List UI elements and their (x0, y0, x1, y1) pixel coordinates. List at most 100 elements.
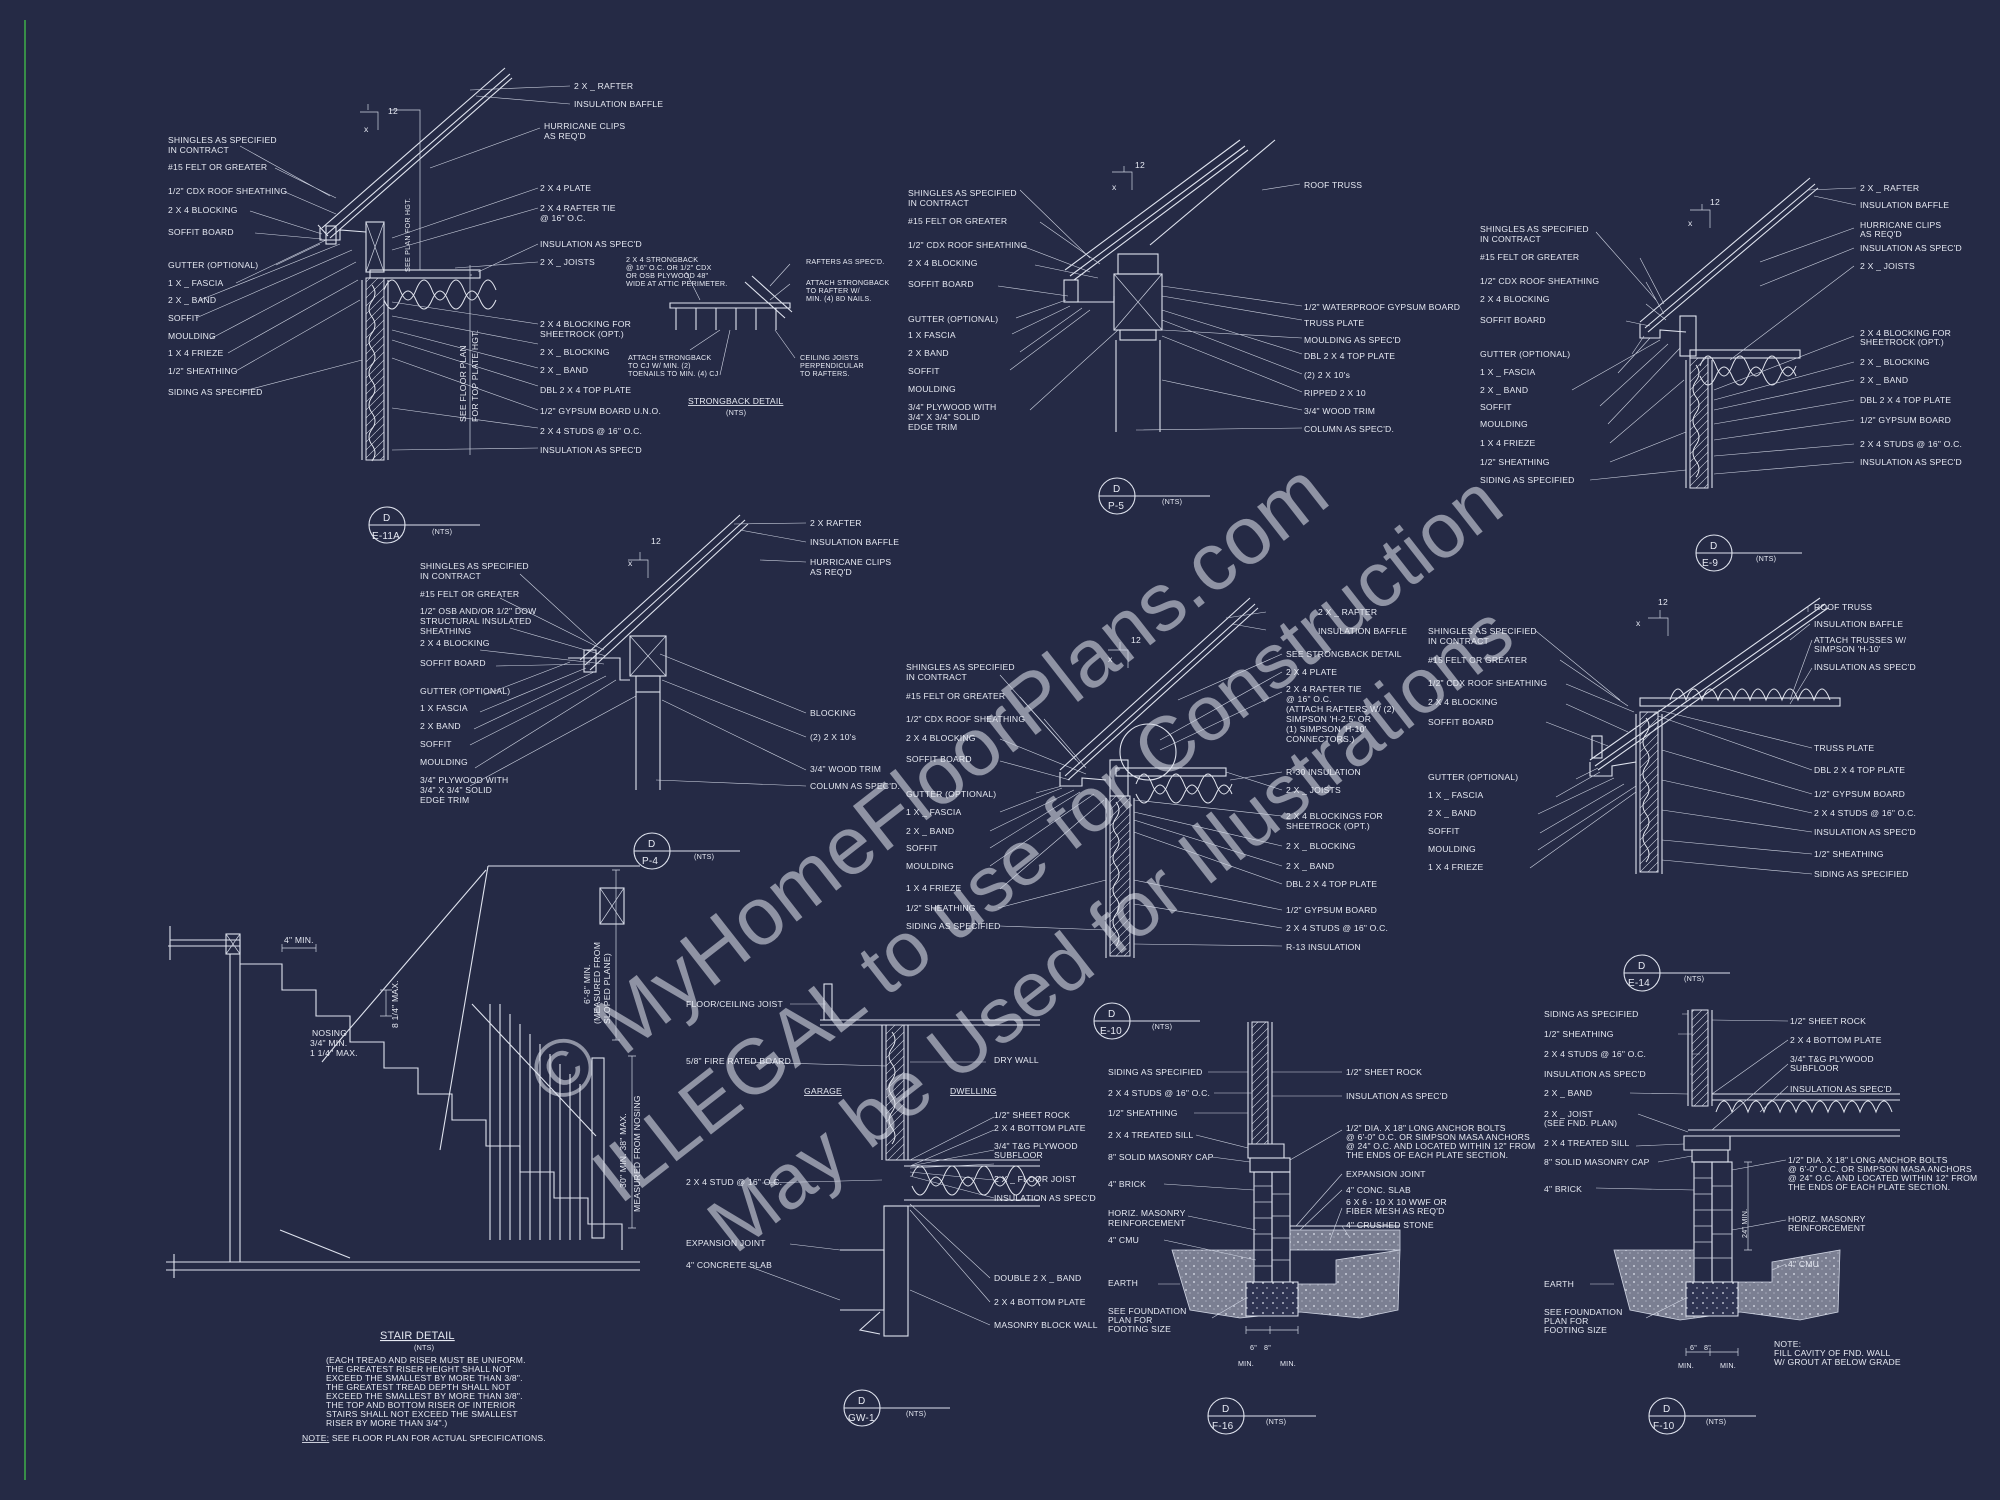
detail-p4: x 12 SHINGLES AS SPECIFIED IN CONTRACT #… (420, 514, 900, 870)
label: 1/2" SHEATHING (1814, 849, 1884, 859)
stair-note-text: SEE FLOOR PLAN FOR ACTUAL SPECIFICATIONS… (329, 1433, 546, 1443)
f10-right-labels: 1/2" SHEET ROCK 2 X 4 BOTTOM PLATE 3/4" … (1788, 1016, 1977, 1269)
label: 2 X 4 BLOCKING (168, 205, 238, 215)
p4-bubble: D P-4 (NTS) (633, 832, 740, 870)
label: 2 X 4 BOTTOM PLATE (994, 1297, 1086, 1307)
label: @ 16" O.C. (540, 213, 586, 223)
label: R-30 INSULATION (1286, 767, 1361, 777)
label: INSULATION AS SPEC'D (1544, 1069, 1646, 1079)
label: 1 X 4 FRIEZE (168, 348, 223, 358)
bubble-letter: D (1663, 1404, 1670, 1415)
stair-title: STAIR DETAIL (380, 1330, 455, 1342)
note-line: FILL CAVITY OF FND. WALL (1774, 1348, 1891, 1358)
stair-dim-nosing-max: 1 1/4" MAX. (310, 1048, 358, 1058)
bubble-letter: D (1710, 541, 1717, 552)
label: 3/4" PLYWOOD WITH (908, 402, 996, 412)
label: 3/4" X 3/4" SOLID (908, 412, 980, 422)
bubble-letter: D (1108, 1009, 1115, 1020)
stair-dim-rail-note: MEASURED FROM NOSING (632, 1095, 642, 1212)
bubble-letter: D (1222, 1404, 1229, 1415)
label: ROOF TRUSS (1304, 180, 1362, 190)
label: 2 X _ JOIST (1544, 1109, 1594, 1119)
label: 2 X _ BAND (540, 365, 588, 375)
label: 2 X 4 TREATED SILL (1108, 1130, 1193, 1140)
label: 2 X _ JOISTS (1860, 261, 1915, 271)
label: MIN. (4) 8D NAILS. (806, 294, 872, 303)
label: INSULATION AS SPEC'D (1814, 662, 1916, 672)
nts: (NTS) (1266, 1417, 1286, 1426)
label: DWELLING (950, 1086, 997, 1096)
label: SOFFIT BOARD (1428, 717, 1494, 727)
label: IN CONTRACT (908, 198, 969, 208)
label: R-13 INSULATION (1286, 942, 1361, 952)
label: 2 X _ JOISTS (540, 257, 595, 267)
label: 2 X _ BAND (1428, 808, 1476, 818)
f10-dim-24min: 24" MIN. (1740, 1209, 1749, 1238)
label: @ 6'-0" O.C. OR SIMPSON MASA ANCHORS (1788, 1164, 1972, 1174)
label: EXPANSION JOINT (1346, 1169, 1426, 1179)
note-line: W/ GROUT AT BELOW GRADE (1774, 1357, 1901, 1367)
label: #15 FELT OR GREATER (168, 162, 267, 172)
label: 1 X _ FASCIA (906, 807, 961, 817)
label: 1/2" WATERPROOF GYPSUM BOARD (1304, 302, 1460, 312)
label: SOFFIT (1480, 402, 1512, 412)
label: 4" CRUSHED STONE (1346, 1220, 1434, 1230)
label: 2 X _ RAFTER (1318, 607, 1377, 617)
label: 2 X 4 BLOCKING (906, 733, 976, 743)
label: 1/2" DIA. X 18" LONG ANCHOR BOLTS (1346, 1123, 1506, 1133)
f10-dim-min-1: MIN. (1678, 1361, 1694, 1370)
stair-dim-headroom: 6'-8" MIN. (582, 964, 592, 1004)
label: AS REQ'D (810, 567, 852, 577)
label: @ 24" O.C. AND LOCATED WITHIN 12" FROM (1346, 1141, 1535, 1151)
stair-dim-nosing: NOSING (312, 1028, 347, 1038)
stair-dim-nosing-min: 3/4" MIN. (310, 1038, 347, 1048)
label: SOFFIT BOARD (1480, 315, 1546, 325)
e9-bubble: D E-9 (NTS) (1695, 534, 1802, 572)
label: 2 X 4 RAFTER TIE (1286, 684, 1362, 694)
detail-f10: SIDING AS SPECIFIED 1/2" SHEATHING 2 X 4… (1544, 1009, 1977, 1435)
label: INSULATION BAFFLE (574, 99, 663, 109)
label: 4" CONCRETE SLAB (686, 1260, 772, 1270)
bubble-ref: E-14 (1628, 978, 1650, 989)
bubble-ref: E-10 (1100, 1026, 1122, 1037)
p5-pitch-x: x (1112, 182, 1117, 192)
label: MOULDING (908, 384, 956, 394)
label: FOOTING SIZE (1108, 1324, 1171, 1334)
label: GUTTER (OPTIONAL) (908, 314, 998, 324)
label: 2 X 4 STUDS @ 16" O.C. (1860, 439, 1962, 449)
label: SHINGLES AS SPECIFIED (168, 135, 277, 145)
nts: (NTS) (1152, 1022, 1172, 1031)
label: 2 X _ FLOOR JOIST (994, 1174, 1077, 1184)
label: EARTH (1108, 1278, 1138, 1288)
label: 1/2" OSB AND/OR 1/2" DOW (420, 606, 537, 616)
label: 2 X RAFTER (810, 518, 862, 528)
label: SIDING AS SPECIFIED (906, 921, 1001, 931)
label: #15 FELT OR GREATER (908, 216, 1007, 226)
label: HURRICANE CLIPS (544, 121, 625, 131)
stair-dim-headroom-note-1: (MEASURED FROM (592, 942, 602, 1024)
label: 2 X _ BAND (1480, 385, 1528, 395)
e14-left-labels: SHINGLES AS SPECIFIED IN CONTRACT #15 FE… (1428, 626, 1547, 872)
nts: (NTS) (1706, 1417, 1726, 1426)
label: 1/2" SHEATHING (1108, 1108, 1178, 1118)
label: SOFFIT BOARD (906, 754, 972, 764)
label: THE ENDS OF EACH PLATE SECTION. (1346, 1150, 1508, 1160)
f16-dim-8in: 8" (1264, 1343, 1271, 1352)
label: INSULATION AS SPEC'D (540, 445, 642, 455)
label: EDGE TRIM (908, 422, 957, 432)
label: 2 X 4 RAFTER TIE (540, 203, 616, 213)
label: IN CONTRACT (1428, 636, 1489, 646)
label: SOFFIT BOARD (168, 227, 234, 237)
e14-pitch-x: x (1636, 618, 1641, 628)
f10-dim-8in: 8" (1704, 1343, 1711, 1352)
label: 3/4" X 3/4" SOLID (420, 785, 492, 795)
label: 1/2" CDX ROOF SHEATHING (1428, 678, 1547, 688)
label: 6 X 6 - 10 X 10 WWF OR (1346, 1197, 1447, 1207)
label: SUBFLOOR (994, 1150, 1043, 1160)
label: SIMPSON 'H-2.5' OR (1286, 714, 1371, 724)
label: INSULATION BAFFLE (1318, 626, 1407, 636)
label: SIDING AS SPECIFIED (1480, 475, 1575, 485)
label: 1 X 4 FRIEZE (906, 883, 961, 893)
bubble-ref: E-9 (1702, 558, 1718, 569)
stair-nts: (NTS) (414, 1343, 434, 1352)
